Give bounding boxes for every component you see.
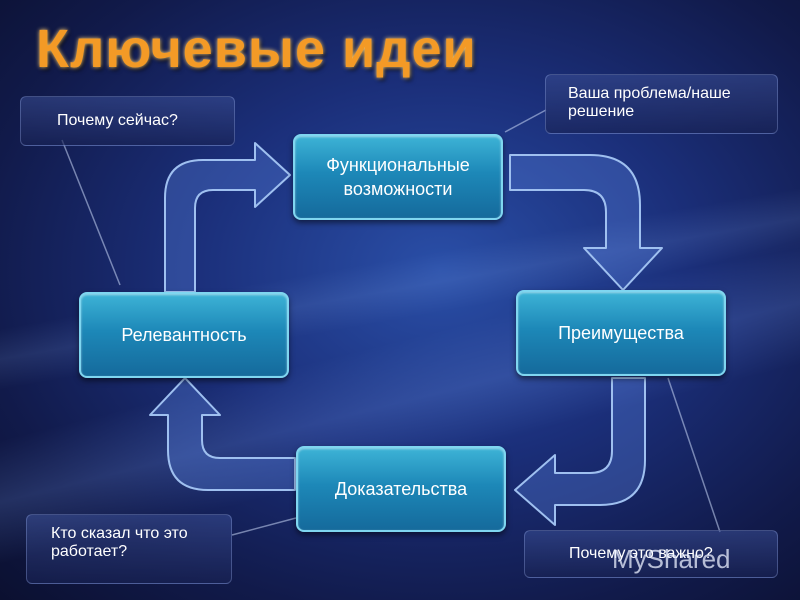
node-advantages: Преимущества bbox=[516, 290, 726, 376]
connector-who-said bbox=[231, 517, 297, 536]
node-relevance: Релевантность bbox=[79, 292, 289, 378]
connector-why-now bbox=[61, 139, 121, 286]
node-evidence-label: Доказательства bbox=[334, 478, 468, 499]
callout-who-said: Кто сказал что это работает? bbox=[26, 514, 232, 584]
callout-why-important: Почему это важно? bbox=[524, 530, 778, 578]
connector-why-important bbox=[667, 377, 721, 533]
callout-who-said-text: Кто сказал что это работает? bbox=[51, 525, 188, 561]
callout-problem-solution-text: Ваша проблема/наше решение bbox=[568, 85, 731, 121]
arrow-advantages-to-evidence bbox=[514, 377, 646, 526]
arrow-relevance-to-functional bbox=[164, 142, 291, 293]
node-functional: Функциональные возможности bbox=[293, 134, 503, 220]
node-functional-label: Функциональные возможности bbox=[326, 154, 470, 199]
arrow-evidence-to-relevance bbox=[149, 377, 296, 491]
callout-why-important-text: Почему это важно? bbox=[569, 544, 713, 562]
callout-problem-solution: Ваша проблема/наше решение bbox=[545, 74, 778, 134]
watermark-logo: MyShared bbox=[612, 544, 731, 574]
node-evidence: Доказательства bbox=[296, 446, 506, 532]
node-advantages-label: Преимущества bbox=[558, 322, 684, 343]
node-relevance-label: Релевантность bbox=[121, 324, 247, 345]
connector-problem-solution bbox=[504, 109, 547, 133]
callout-why-now-text: Почему сейчас? bbox=[57, 111, 178, 129]
callout-why-now: Почему сейчас? bbox=[20, 96, 235, 146]
slide-title: Ключевые идеи bbox=[36, 19, 477, 79]
arrow-functional-to-advantages bbox=[509, 154, 663, 291]
